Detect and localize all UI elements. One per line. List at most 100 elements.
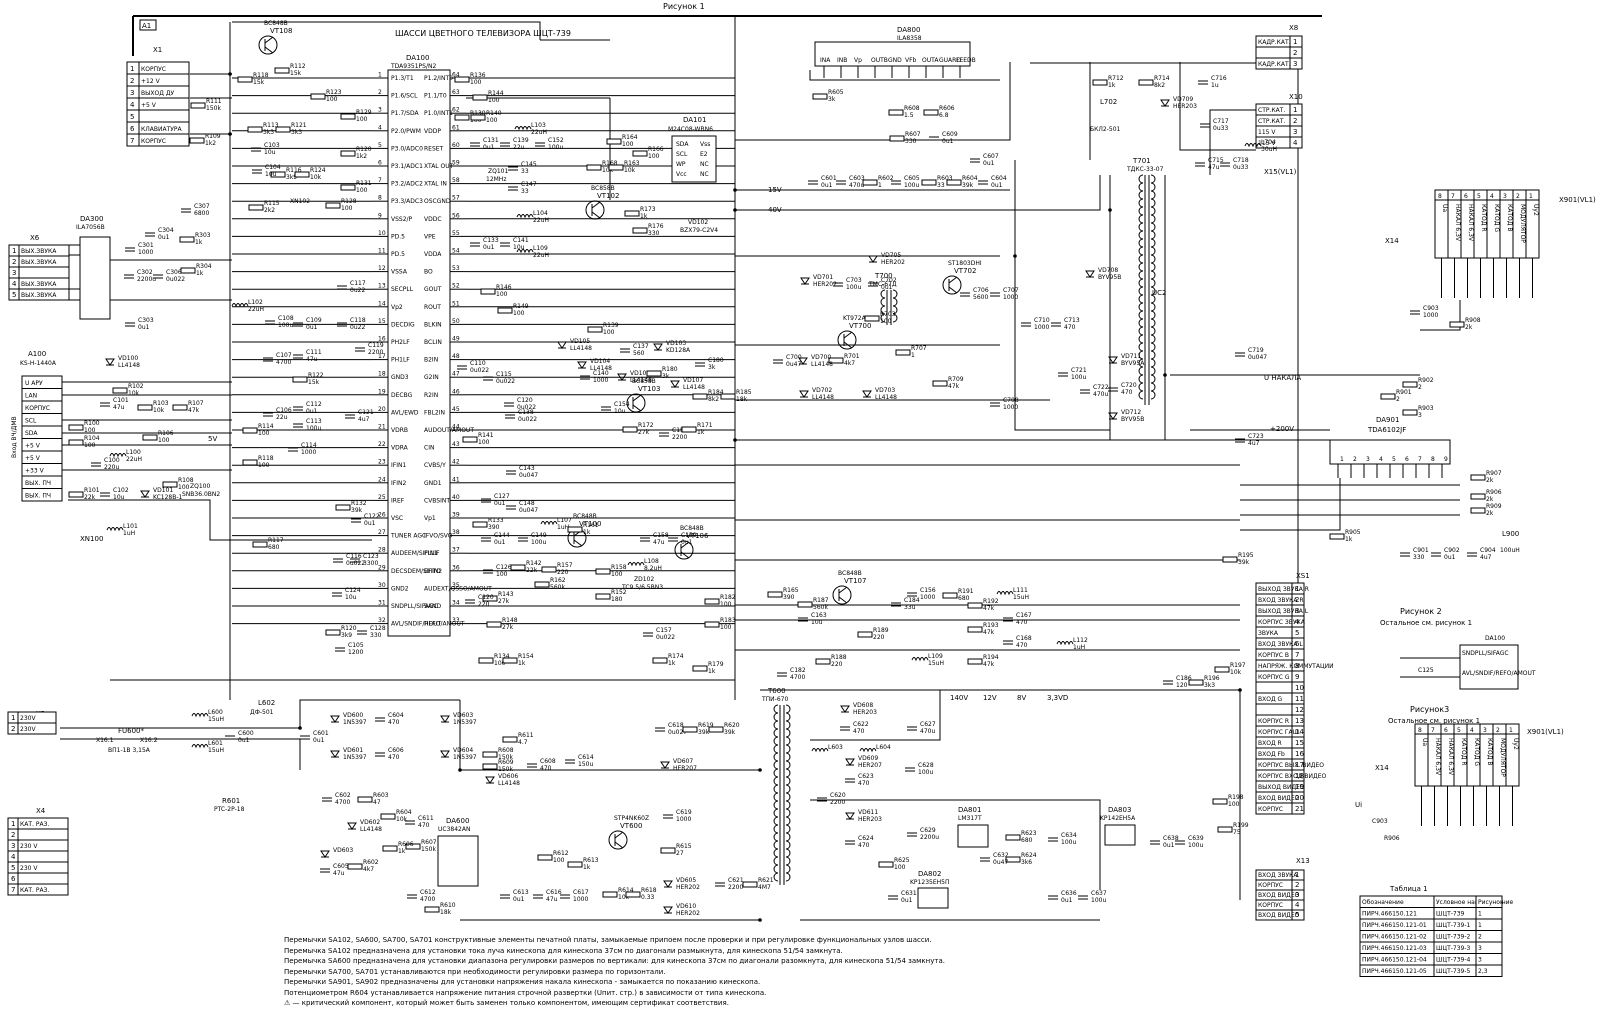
da100-pin-number: 50 [452,318,460,325]
component-ref: C601 [821,175,837,182]
da800-pin-name: GUARD [939,57,961,64]
resistor-symbol [932,380,948,387]
resistor-symbol [967,626,983,633]
x901-fig3-pin-label: НАКАЛ 6,3V [1447,738,1454,776]
component-ref: L107 [557,517,572,524]
da100-pin-name: P1.7/SDA [391,110,420,117]
resistor-symbol [652,657,668,664]
component-value: 390 [488,524,500,531]
table1-cell-text: ШЦТ-739-4 [1436,957,1471,964]
da100-pin-name: CVBS/Y [424,462,446,469]
resistor-symbol [1212,798,1228,805]
transistor-part-number: BC858B [591,185,615,192]
component-value: 15uH [928,660,944,667]
component-value: 0u1 [238,737,250,744]
component-value: 0u1 [821,182,833,189]
component-value: 1000 [301,449,316,456]
xs1-pin-label: ВХОД ЗВУКА L [1258,641,1303,648]
transistor-symbol [626,393,646,413]
da100-pin-name: AUDOUT/AMOUT [424,427,474,434]
transformer-winding [773,816,779,826]
component-value: 10k [128,390,140,397]
diode-symbol [1108,356,1118,364]
component-ref: C158 [653,532,669,539]
component-ref: VD101 [153,487,173,494]
component-ref: VD700 [811,354,831,361]
da901-pin-number: 5 [1392,456,1396,463]
resistor-symbol [510,564,526,571]
da100-pin-number: 24 [378,476,386,483]
component-value: 75 [1233,829,1241,836]
component-value: 4700 [335,799,350,806]
component-value: 470 [1016,642,1028,649]
wire-junction [458,768,462,772]
component-ref: C708 [1003,397,1019,404]
component-ref: C604 [991,175,1007,182]
da100-pin-name: P1.1/T0 [424,93,447,100]
wire-path [1164,175,1330,441]
transistor-emitter [843,341,853,349]
da800-pin-name: GND [888,57,902,64]
component-value: 18k [440,909,452,916]
component-value: 100 [894,864,906,871]
component-ref: C721 [1071,367,1087,374]
component-value: 3k [662,373,670,380]
component-value: 2200 [830,799,845,806]
table1-cell-text: 3 [1478,945,1482,952]
component-ref: R196 [1204,675,1220,682]
component-value: 47u [306,356,318,363]
wire-junction [733,188,737,192]
wire-junction [228,72,232,76]
label-l900: L900 [1502,530,1519,538]
component-ref: R123 [326,89,342,96]
da100-pin-name: VDDA [424,251,442,258]
transformer-winding [880,289,886,299]
component-value: 100 [478,439,490,446]
component-value: 3k [708,364,716,371]
transformer-winding [1138,198,1144,208]
xs1-pin-number: 7 [1295,651,1299,659]
component-value: HER202 [676,910,700,917]
component-value: 0u027 [668,729,687,736]
da100-pin-number: 30 [378,582,386,589]
resistor-symbol [624,210,640,217]
da100-pin-name: SAND [424,603,442,610]
wire-junction [758,768,762,772]
component-value: 470 [418,822,430,829]
resistor-symbol [462,436,478,443]
component-ref: C636 [1061,890,1077,897]
resistor-symbol [252,541,268,548]
component-ref: C613 [513,889,529,896]
component-value: 15k [308,379,320,386]
xs1-pin-number: 1 [1295,585,1299,593]
da100-pin-number: 9 [378,212,382,219]
resistor-symbol [68,491,84,498]
component-ref: C149 [531,532,547,539]
component-value: 1k [196,270,204,277]
component-value: 22uH [531,129,547,136]
component-ref: R712 [1108,75,1124,82]
xs1-pin-number: 4 [1295,618,1300,626]
xs1-pin-number: 20 [1295,794,1304,802]
diode-symbol [440,750,450,758]
component-value: 330 [648,230,660,237]
transformer-winding [1138,334,1144,344]
da100-pin-name: CVBSINT [424,497,450,504]
component-ref: R148 [502,617,518,624]
connector-x8-ref: X8 [1289,24,1298,32]
component-value: 0u1 [1444,554,1456,561]
component-ref: L603 [828,744,843,751]
wire-junction [758,918,762,922]
resistor-symbol [1380,393,1396,400]
inductor-symbol [996,591,1014,596]
component-ref: R604 [962,175,978,182]
da100-pin-name: Vp1 [424,515,436,522]
component-value: 6.8 [939,112,949,119]
resistor-symbol [247,126,263,133]
table1-cell-text: ШЦТ-739-2 [1436,934,1471,941]
component-ref: R157 [557,562,573,569]
component-ref: R179 [708,661,724,668]
resistor-symbol [864,315,880,322]
